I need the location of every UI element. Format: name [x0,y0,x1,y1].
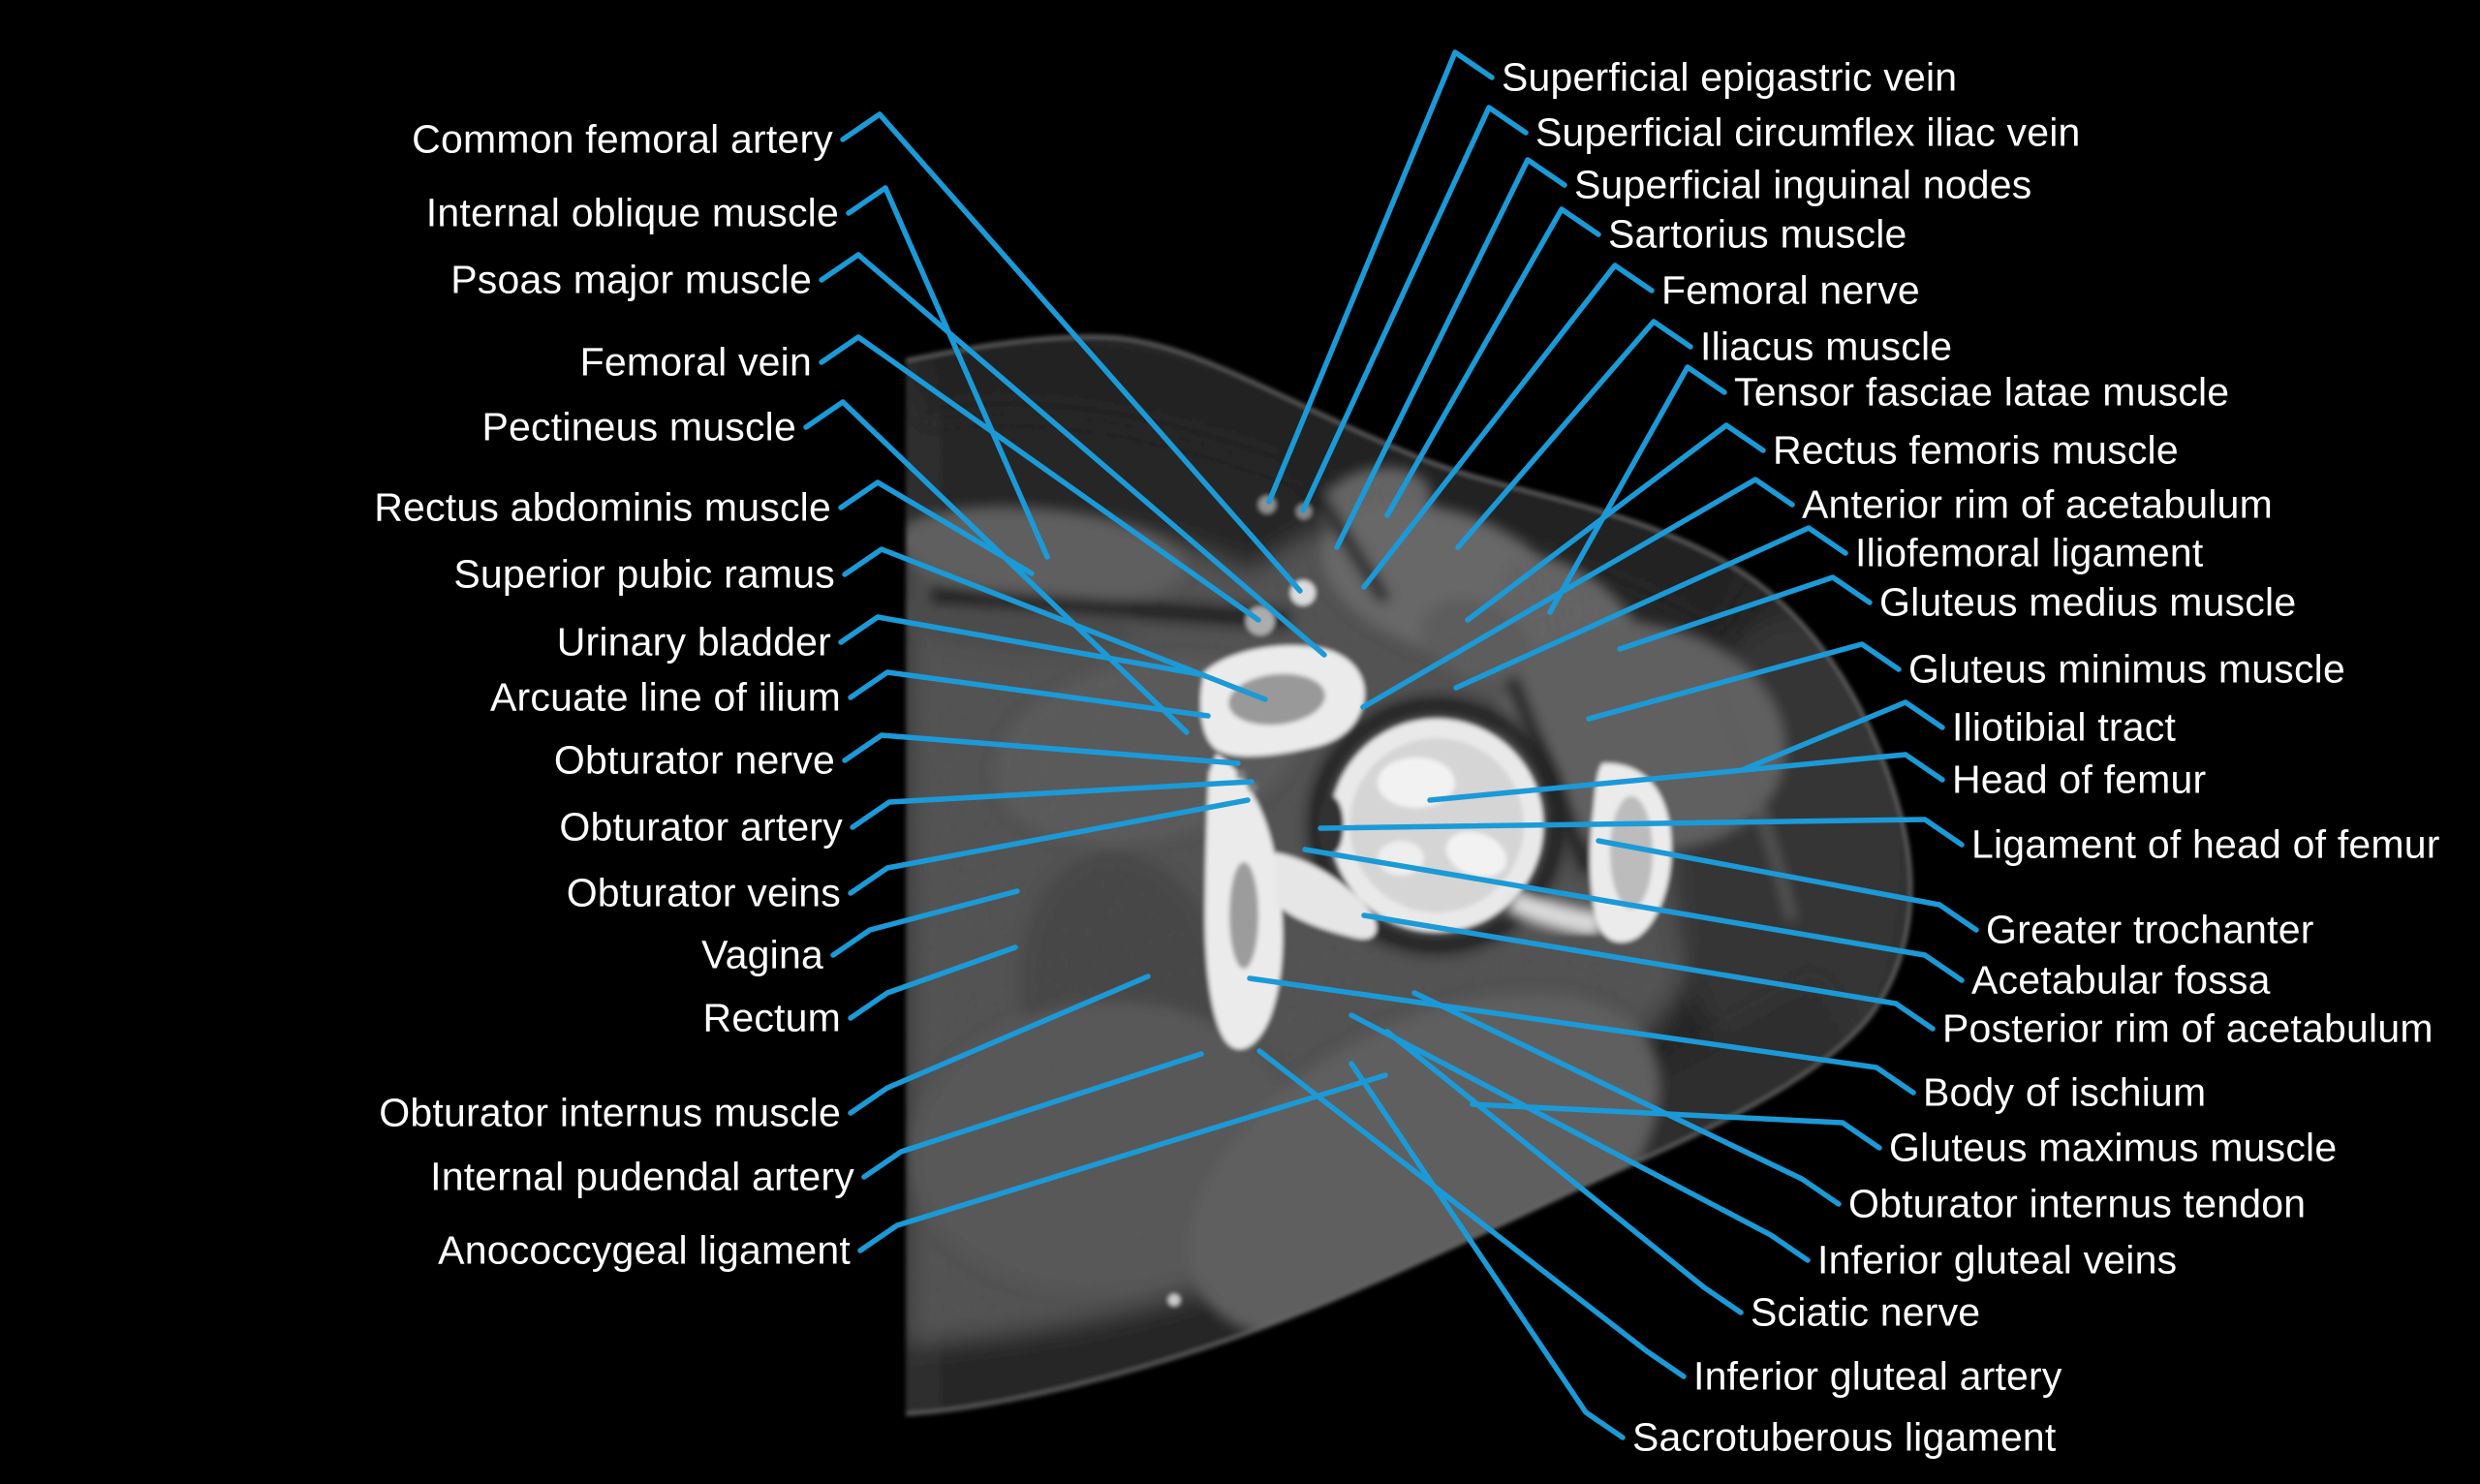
leader-line-left-16 [857,1072,1388,1253]
leader-line-right-15 [1596,838,1979,933]
leader-line-left-8 [848,669,1211,719]
leader-line-left-6 [842,546,1268,702]
leader-line-right-4 [1361,263,1655,590]
leader-line-left-0 [840,111,1303,594]
leader-line-right-3 [1384,206,1601,518]
leader-line-left-11 [848,797,1251,896]
leader-line-right-22 [1384,1029,1744,1315]
leader-line-left-13 [848,944,1018,1021]
leader-lines [803,49,1979,1440]
leader-line-left-7 [838,614,1202,677]
ct-body [905,334,1913,1416]
leader-line-right-8 [1360,477,1795,710]
leader-line-left-10 [850,779,1255,830]
leader-line-right-10 [1617,574,1873,652]
leader-line-right-20 [1411,990,1842,1207]
leader-line-right-24 [1348,1061,1626,1440]
leader-line-right-2 [1334,157,1567,550]
leader-line-left-15 [861,1051,1204,1180]
leader-line-right-0 [1266,49,1495,505]
leader-line-right-11 [1586,641,1902,722]
leader-line-left-2 [819,252,1327,658]
leader-line-right-19 [1470,1101,1882,1151]
leader-line-left-9 [842,732,1241,766]
leader-line-left-14 [848,974,1151,1116]
leader-line-right-23 [1256,1048,1687,1379]
leader-line-right-6 [1547,364,1727,615]
leader-line-right-13 [1427,752,1945,803]
leader-line-right-17 [1361,912,1936,1032]
leader-line-right-1 [1300,105,1529,513]
leader-line-right-16 [1302,847,1965,983]
leader-line-left-5 [838,479,1035,576]
leader-line-right-18 [1247,975,1916,1096]
leader-line-right-7 [1465,422,1766,623]
leader-line-right-12 [1739,699,1945,773]
leader-line-left-12 [830,888,1020,958]
ct-noise-texture [906,336,1911,1414]
leader-line-right-9 [1453,525,1848,691]
leader-line-right-21 [1348,1012,1811,1263]
leader-line-right-5 [1455,319,1693,550]
leader-line-right-14 [1318,817,1965,848]
leader-line-left-3 [819,334,1261,623]
